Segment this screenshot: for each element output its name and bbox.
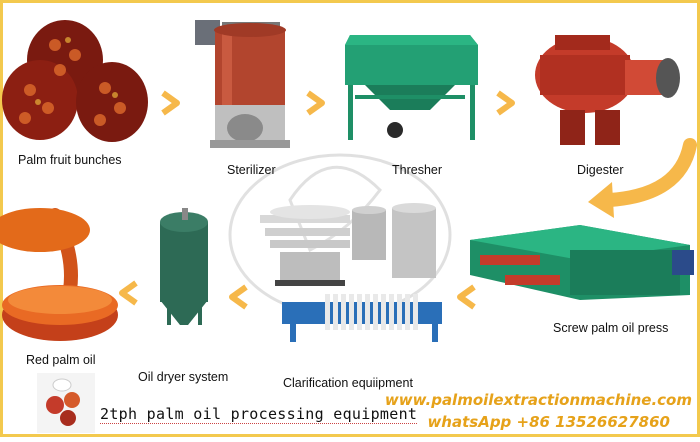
footer-thumbnail-fruit xyxy=(46,378,80,426)
label-red-oil: Red palm oil xyxy=(26,353,96,367)
flow-arrow-3 xyxy=(496,90,515,116)
footer-whatsapp: whatsApp +86 13526627860 xyxy=(427,413,670,431)
flow-arrow-5 xyxy=(229,284,248,310)
oil-dryer-image xyxy=(160,208,208,325)
screw-press-image xyxy=(470,225,694,300)
flow-arrow-4 xyxy=(457,284,476,310)
thresher-image xyxy=(345,35,478,140)
label-clarification: Clarification equiipment xyxy=(283,376,413,390)
digester-image xyxy=(535,35,680,145)
flow-arrow-1 xyxy=(161,90,180,116)
label-thresher: Thresher xyxy=(392,163,443,177)
footer-title: 2tph palm oil processing equipment xyxy=(100,405,418,424)
flow-arrow-curve xyxy=(603,138,697,207)
label-bunches: Palm fruit bunches xyxy=(18,153,122,167)
clarification-image xyxy=(260,203,442,342)
flow-arrow-curve-head xyxy=(588,182,614,218)
label-dryer: Oil dryer system xyxy=(138,370,229,384)
flow-arrow-2 xyxy=(306,90,325,116)
flow-arrow-6 xyxy=(119,280,138,306)
label-digester: Digester xyxy=(577,163,624,177)
red-palm-oil-image xyxy=(0,208,118,341)
label-sterilizer: Sterilizer xyxy=(227,163,276,177)
label-press: Screw palm oil press xyxy=(553,321,669,335)
palm-fruit-bunches-image xyxy=(2,20,148,142)
sterilizer-image xyxy=(195,20,290,148)
footer-website[interactable]: www.palmoilextractionmachine.com xyxy=(384,391,692,409)
